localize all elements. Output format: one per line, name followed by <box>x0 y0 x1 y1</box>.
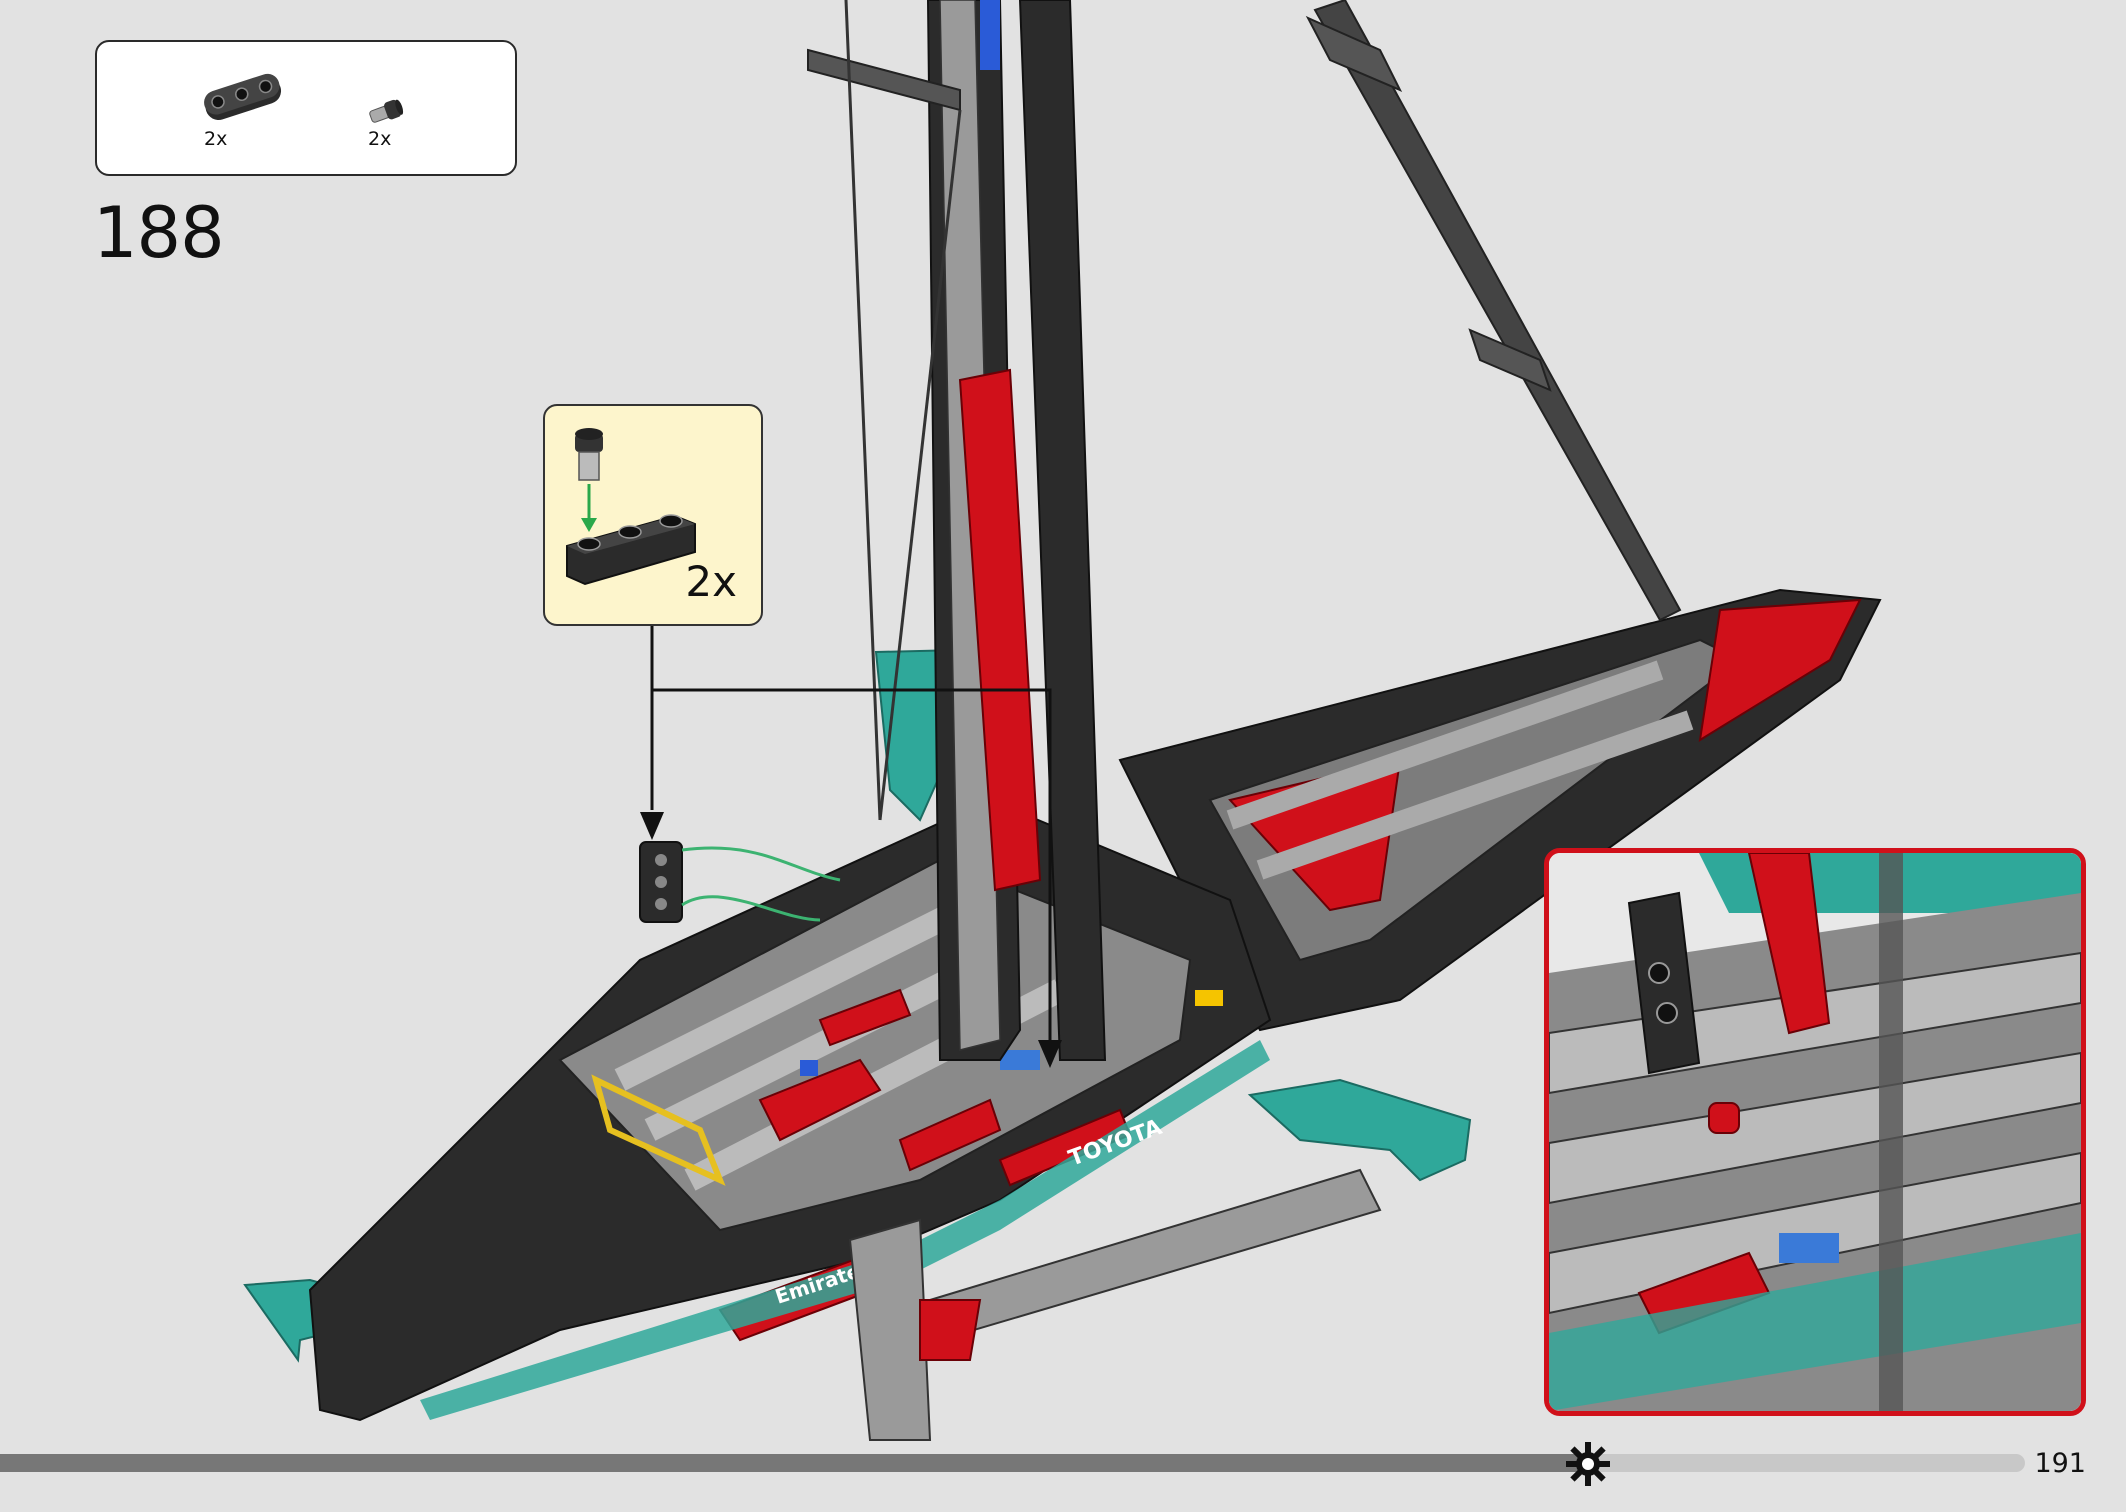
parts-qty-beam: 2x <box>204 128 228 150</box>
beam-3-icon <box>204 73 282 120</box>
pin-into-beam-icon <box>566 428 696 586</box>
sub-assembly-callout: 2x <box>543 404 763 626</box>
parts-qty-pin: 2x <box>368 128 392 150</box>
pin-with-friction-icon <box>369 99 404 123</box>
callout-qty: 2x <box>685 557 737 606</box>
detail-illustration <box>1549 853 2081 1411</box>
step-number: 188 <box>93 192 225 274</box>
forestay <box>1313 0 1682 622</box>
gear-icon <box>1566 1442 1610 1486</box>
parts-list-box: 2x 2x <box>95 40 517 176</box>
teal-foil-front <box>1247 1078 1472 1182</box>
progress-fill <box>0 1454 1580 1472</box>
page-number: 191 <box>2034 1448 2086 1479</box>
detail-zoom-box <box>1544 848 2086 1416</box>
arrow-callout-right <box>652 688 1052 1040</box>
